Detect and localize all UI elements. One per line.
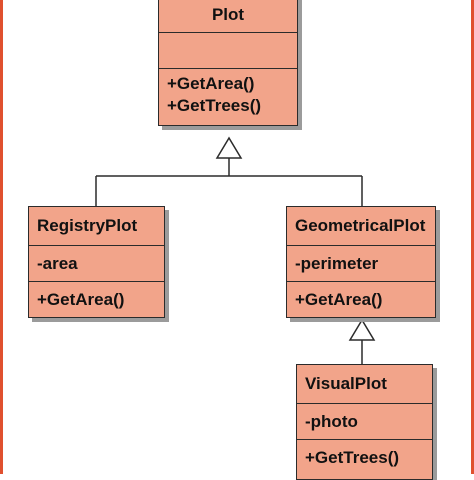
class-registryplot-name: RegistryPlot (37, 216, 138, 235)
class-visualplot-name: VisualPlot (305, 374, 387, 393)
class-registryplot-operation: +GetArea() (29, 281, 164, 317)
class-geometricalplot-attribute: -perimeter (287, 245, 435, 281)
generalization-arrowhead-geometricalplot (348, 318, 376, 341)
class-geometricalplot-operation: +GetArea() (287, 281, 435, 317)
class-plot-operation: +GetTrees() (167, 96, 262, 115)
class-plot-name: Plot (211, 5, 245, 24)
class-plot: Plot +GetArea() +GetTrees() (158, 0, 298, 126)
class-visualplot-attribute: -photo (297, 403, 432, 439)
class-geometricalplot-name: GeometricalPlot (295, 216, 426, 235)
class-plot-operations: +GetArea() +GetTrees() (159, 68, 297, 125)
inheritance-connectors (95, 136, 376, 364)
class-registryplot-attribute: -area (29, 245, 164, 281)
class-plot-operation: +GetArea() (167, 74, 255, 93)
class-visualplot: VisualPlot -photo +GetTrees() (296, 364, 433, 480)
class-plot-attributes (159, 32, 297, 68)
class-geometricalplot: GeometricalPlot -perimeter +GetArea() (286, 206, 436, 318)
class-registryplot: RegistryPlot -area +GetArea() (28, 206, 165, 318)
class-visualplot-operation: +GetTrees() (297, 439, 432, 479)
generalization-arrowhead-plot (215, 136, 243, 159)
